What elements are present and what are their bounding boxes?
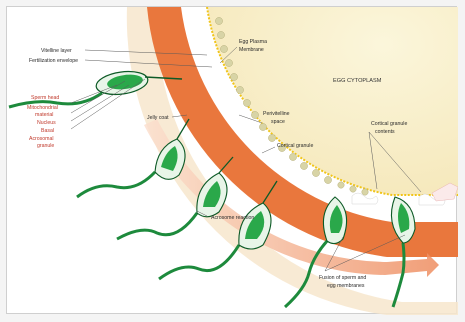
- label-sperm-part-2: Nucleus: [37, 120, 56, 126]
- label-egg-plasma-1: Egg Plasma: [239, 39, 267, 45]
- label-fusion-1: Fusion of sperm and: [319, 275, 366, 281]
- label-perivitelline-2: space: [271, 119, 285, 125]
- label-perivitelline-1: Perivitelline: [263, 111, 290, 117]
- label-cortical-contents-1: Cortical granule: [371, 121, 407, 127]
- label-cortical-granule: Cortical granule: [277, 143, 313, 149]
- label-egg-plasma-2: Membrane: [239, 47, 264, 53]
- label-acrosome-reaction: Acrosome reaction: [211, 215, 254, 221]
- label-sperm-part-0: Mitochondrial: [27, 105, 58, 111]
- label-sperm-part-4: Acrosomal: [29, 136, 54, 142]
- label-sperm-part-3: Basal: [41, 128, 54, 134]
- label-sperm-head: Sperm head: [31, 95, 59, 101]
- label-fusion-2: egg membranes: [327, 283, 365, 289]
- label-egg-cytoplasm: EGG CYTOPLASM: [333, 78, 382, 84]
- label-fertilization-envelope: Fertilization envelope: [29, 58, 78, 64]
- fertilization-diagram: Vitelline layer Fertilization envelope E…: [7, 7, 458, 315]
- label-sperm-part-1: material: [35, 112, 53, 118]
- label-sperm-part-5: granule: [37, 143, 54, 149]
- label-jelly-coat: Jelly coat: [147, 115, 169, 121]
- label-vitelline-layer: Vitelline layer: [41, 48, 72, 54]
- label-cortical-contents-2: contents: [375, 129, 395, 135]
- diagram-frame: Vitelline layer Fertilization envelope E…: [6, 6, 457, 314]
